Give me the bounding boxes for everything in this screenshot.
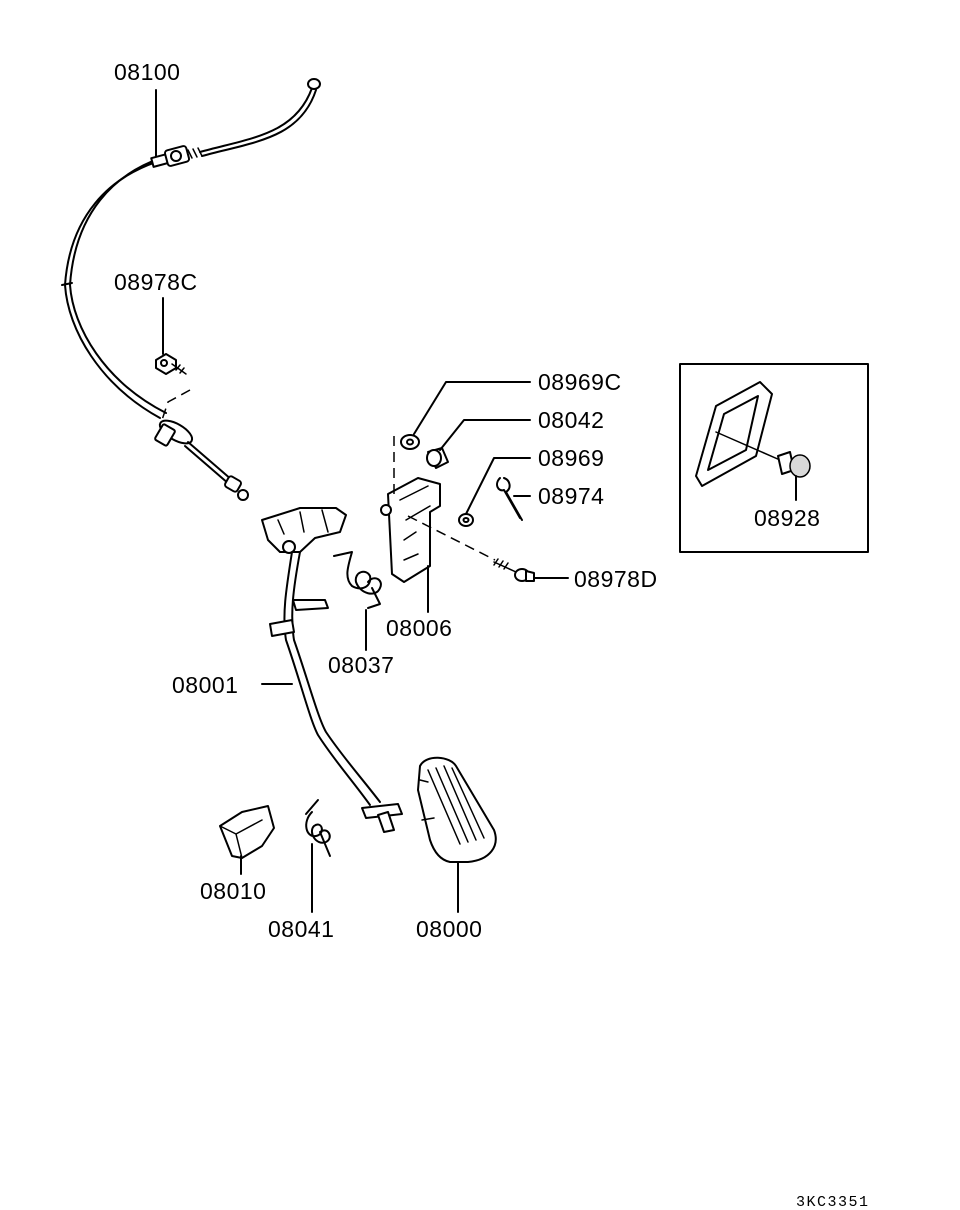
accelerator-cable — [61, 78, 321, 501]
bushing — [426, 447, 449, 469]
small-spring — [305, 799, 331, 857]
label-08001: 08001 — [172, 672, 238, 698]
label-08041: 08041 — [268, 916, 334, 942]
label-08978c: 08978C — [114, 269, 198, 295]
label-08042: 08042 — [538, 407, 604, 433]
part-labels: 08100 08978C 08969C 08042 08969 08974 08… — [114, 59, 870, 1210]
bolt-08978c — [155, 353, 187, 375]
cotter-pin — [496, 477, 523, 521]
label-08006: 08006 — [386, 615, 452, 641]
washer-08969 — [458, 513, 474, 527]
pedal-pad — [417, 756, 497, 863]
label-08037: 08037 — [328, 652, 394, 678]
return-spring — [333, 551, 382, 609]
label-08978d: 08978D — [574, 566, 658, 592]
leader-lines — [155, 89, 797, 913]
label-08000: 08000 — [416, 916, 482, 942]
label-08928: 08928 — [754, 505, 820, 531]
washer-08969c — [400, 434, 420, 450]
label-08010: 08010 — [200, 878, 266, 904]
label-08969c: 08969C — [538, 369, 622, 395]
label-08974: 08974 — [538, 483, 604, 509]
label-08100: 08100 — [114, 59, 180, 85]
stopper — [219, 805, 275, 859]
bolt-08978d — [493, 558, 535, 582]
bracket — [380, 436, 496, 583]
label-08969: 08969 — [538, 445, 604, 471]
inset-box — [679, 363, 869, 553]
drawing-code: 3KC3351 — [796, 1194, 870, 1210]
pedal-arm — [261, 507, 403, 833]
